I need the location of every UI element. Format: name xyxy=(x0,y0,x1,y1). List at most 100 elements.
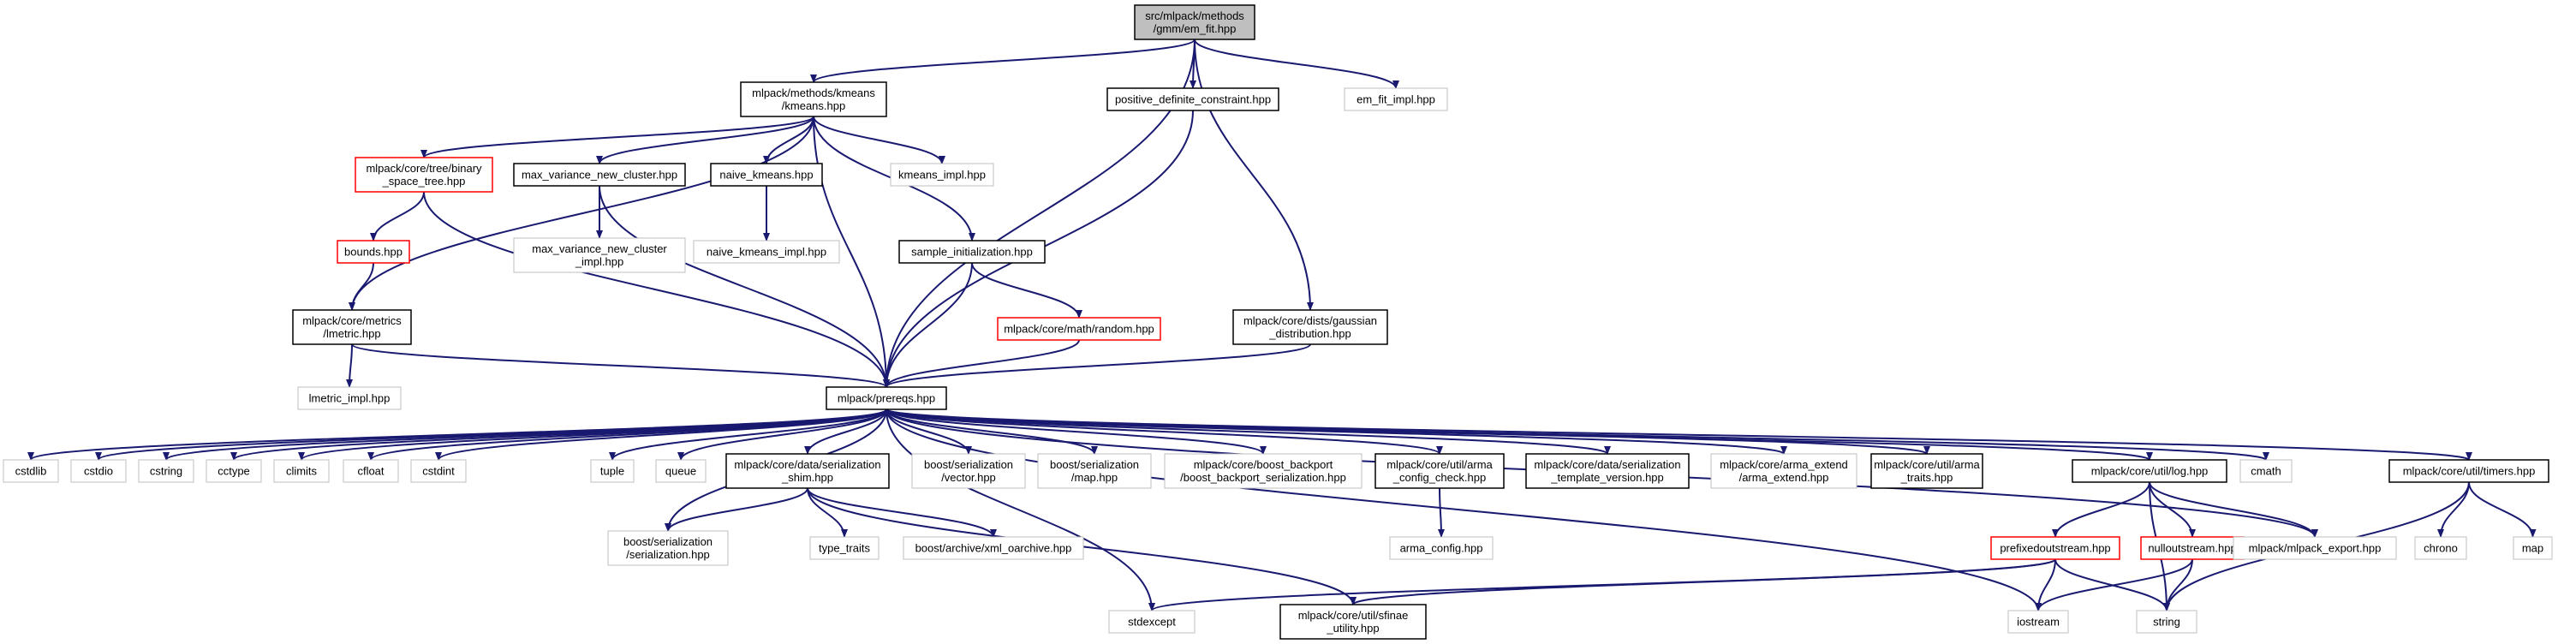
node-mvncimpl: max_variance_new_cluster_impl.hpp xyxy=(513,237,686,273)
node-map-box xyxy=(2513,536,2553,560)
node-bounds-box xyxy=(337,240,410,264)
node-random[interactable]: mlpack/core/math/random.hpp xyxy=(997,317,1161,341)
node-root[interactable]: src/mlpack/methods/gmm/em_fit.hpp xyxy=(1134,4,1255,40)
node-xmlo-label-line-0: boost/archive/xml_oarchive.hpp xyxy=(915,542,1072,555)
node-naivek-box xyxy=(710,163,823,187)
node-shim-box xyxy=(725,453,890,489)
node-prereqs-box xyxy=(826,386,947,410)
node-string-box xyxy=(2136,610,2197,634)
edge-prereqs-to-tuple xyxy=(609,408,887,461)
node-armaext-label-line-0: mlpack/core/arma_extend xyxy=(1720,458,1848,471)
edge-prereqs-to-iostream xyxy=(886,408,2042,611)
node-pdc-box xyxy=(1106,87,1279,111)
node-lmetricimpl: lmetric_impl.hpp xyxy=(297,386,402,410)
edge-prereqs-to-queue xyxy=(677,408,887,461)
node-bmap-box xyxy=(1037,453,1152,489)
node-cstdio: cstdio xyxy=(70,459,127,483)
node-nullout-label-line-0: nulloutstream.hpp xyxy=(2148,542,2236,555)
node-mvncimpl-box xyxy=(513,237,686,273)
node-gaussian[interactable]: mlpack/core/dists/gaussian_distribution.… xyxy=(1232,309,1388,345)
node-armaext-label-line-1: /arma_extend.hpp xyxy=(1739,471,1829,484)
edge-shim-to-xmlo xyxy=(807,487,997,538)
node-stdexcept: stdexcept xyxy=(1108,610,1196,634)
node-lmetric[interactable]: mlpack/core/metrics/lmetric.hpp xyxy=(292,309,412,345)
node-log[interactable]: mlpack/core/util/log.hpp xyxy=(2072,459,2227,483)
node-map: map xyxy=(2513,536,2553,560)
node-layer: src/mlpack/methods/gmm/em_fit.hpp mlpack/… xyxy=(3,4,2553,640)
node-pdc[interactable]: positive_definite_constraint.hpp xyxy=(1106,87,1279,111)
node-sfinae-label-line-0: mlpack/core/util/sfinae xyxy=(1298,609,1409,622)
node-timers-box xyxy=(2388,459,2549,483)
node-root-box xyxy=(1134,4,1255,40)
node-shim-label-line-1: _shim.hpp xyxy=(781,471,833,484)
edge-log-to-nullout xyxy=(2149,481,2196,538)
node-cstdio-label-line-0: cstdio xyxy=(84,465,113,478)
node-timers-label-line-0: mlpack/core/util/timers.hpp xyxy=(2403,465,2536,478)
node-armatraits[interactable]: mlpack/core/util/arma_traits.hpp xyxy=(1870,453,1983,489)
node-bst[interactable]: mlpack/core/tree/binary_space_tree.hpp xyxy=(355,157,493,193)
edge-lmetric-to-lmetricimpl xyxy=(346,343,354,388)
node-prefixed[interactable]: prefixedoutstream.hpp xyxy=(1990,536,2120,560)
node-armaext-box xyxy=(1710,453,1857,489)
node-armacfg[interactable]: mlpack/core/util/arma_config_check.hpp xyxy=(1374,453,1505,489)
edge-sampleinit-to-random xyxy=(971,262,1082,319)
node-queue-label-line-0: queue xyxy=(665,465,696,478)
node-iostream-box xyxy=(2007,610,2069,634)
edge-log-to-export xyxy=(2149,481,2318,538)
edge-armacfg-to-armaconfig xyxy=(1437,487,1445,538)
edge-root-to-kmeans xyxy=(810,39,1196,83)
node-iostream: iostream xyxy=(2007,610,2069,634)
node-timers[interactable]: mlpack/core/util/timers.hpp xyxy=(2388,459,2549,483)
node-armatraits-label-line-0: mlpack/core/util/arma xyxy=(1874,458,1980,471)
node-backport-box xyxy=(1164,453,1363,489)
node-cstdlib-label-line-0: cstdlib xyxy=(15,465,47,478)
node-cfloat-label-line-0: cfloat xyxy=(357,465,384,478)
node-kmeansimpl-box xyxy=(890,163,994,187)
node-cctype-label-line-0: cctype xyxy=(218,465,250,478)
node-mvnc-label-line-0: max_variance_new_cluster.hpp xyxy=(522,169,677,182)
node-cfloat: cfloat xyxy=(343,459,399,483)
node-mvncimpl-label-line-1: _impl.hpp xyxy=(575,255,623,268)
node-root-label-line-0: src/mlpack/methods xyxy=(1145,9,1244,22)
node-backport-label-line-0: mlpack/core/boost_backport xyxy=(1194,458,1333,471)
node-nullout[interactable]: nulloutstream.hpp xyxy=(2140,536,2245,560)
node-armaext: mlpack/core/arma_extend/arma_extend.hpp xyxy=(1710,453,1857,489)
node-nullout-box xyxy=(2140,536,2245,560)
node-sfinae[interactable]: mlpack/core/util/sfinae_utility.hpp xyxy=(1279,604,1427,640)
node-bst-label-line-1: _space_tree.hpp xyxy=(382,175,466,188)
node-shim[interactable]: mlpack/core/data/serialization_shim.hpp xyxy=(725,453,890,489)
edge-prereqs-to-armacfg xyxy=(886,408,1443,455)
node-kmeansimpl-label-line-0: kmeans_impl.hpp xyxy=(898,169,986,182)
edge-timers-to-map xyxy=(2468,481,2537,538)
node-prefixed-box xyxy=(1990,536,2120,560)
edge-bounds-to-lmetric xyxy=(349,262,374,311)
node-bounds[interactable]: bounds.hpp xyxy=(337,240,410,264)
node-random-label-line-0: mlpack/core/math/random.hpp xyxy=(1004,323,1154,336)
node-kmeansimpl: kmeans_impl.hpp xyxy=(890,163,994,187)
node-mvnc[interactable]: max_variance_new_cluster.hpp xyxy=(513,163,686,187)
node-export-box xyxy=(2233,536,2397,560)
edge-log-to-prefixed xyxy=(2052,481,2150,538)
edge-prereqs-to-shim xyxy=(804,408,887,455)
edge-prereqs-to-armaext xyxy=(886,408,1787,455)
node-bser-box xyxy=(607,530,729,566)
node-bmap-label-line-0: boost/serialization xyxy=(1050,458,1139,471)
edge-prereqs-to-backport xyxy=(886,408,1267,455)
node-naivek-label-line-0: naive_kmeans.hpp xyxy=(719,169,813,182)
node-bst-label-line-0: mlpack/core/tree/binary xyxy=(366,162,482,175)
node-kmeans[interactable]: mlpack/methods/kmeans/kmeans.hpp xyxy=(740,81,887,117)
node-sertpl[interactable]: mlpack/core/data/serialization_template_… xyxy=(1525,453,1690,489)
node-naivek[interactable]: naive_kmeans.hpp xyxy=(710,163,823,187)
node-backport-label-line-1: /boost_backport_serialization.hpp xyxy=(1180,471,1346,484)
node-climits: climits xyxy=(273,459,330,483)
node-bvector-box xyxy=(911,453,1026,489)
node-typetraits-box xyxy=(809,536,880,560)
edge-prereqs-to-cstdio xyxy=(95,408,887,461)
node-chrono: chrono xyxy=(2414,536,2467,560)
node-sampleinit-box xyxy=(898,240,1046,264)
node-prereqs[interactable]: mlpack/prereqs.hpp xyxy=(826,386,947,410)
node-sampleinit[interactable]: sample_initialization.hpp xyxy=(898,240,1046,264)
node-cmath-box xyxy=(2239,459,2293,483)
node-sertpl-label-line-0: mlpack/core/data/serialization xyxy=(1534,458,1680,471)
